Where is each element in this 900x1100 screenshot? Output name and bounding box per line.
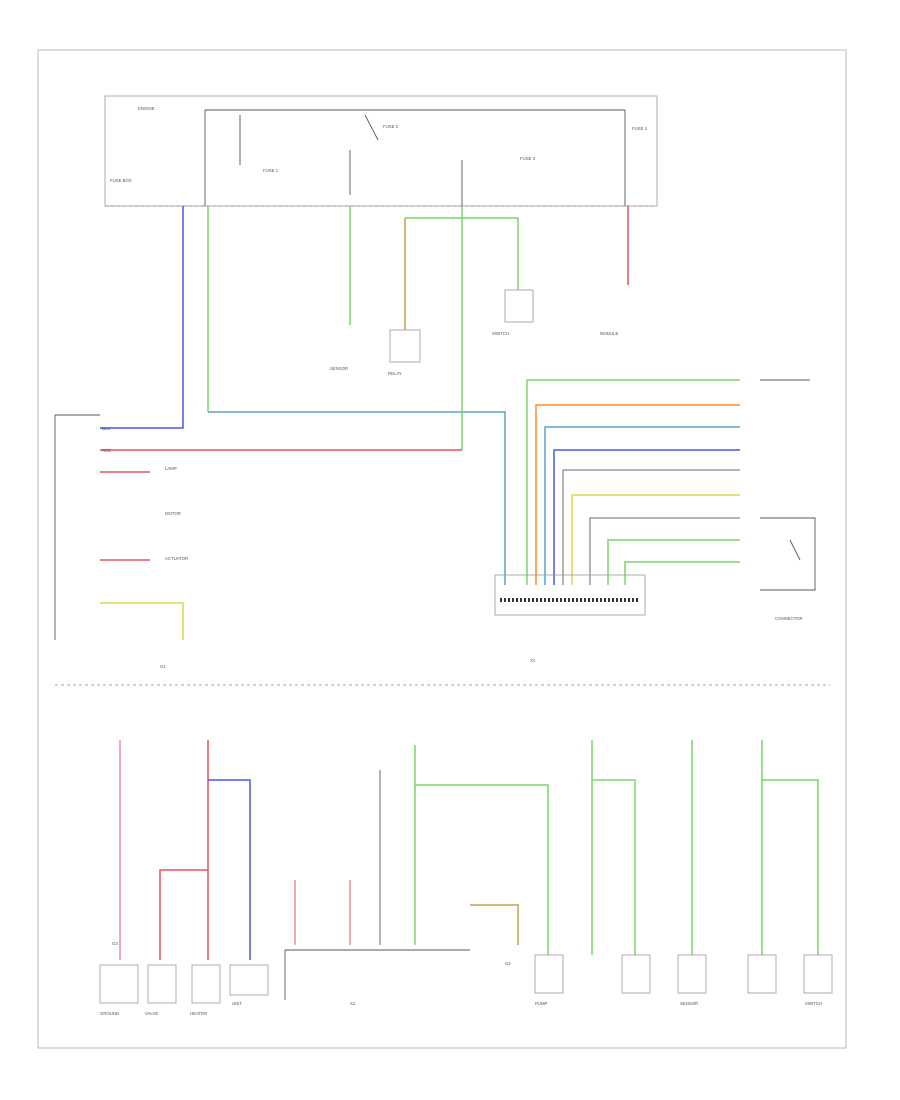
component-box-2	[504, 289, 534, 323]
right-switch	[789, 539, 801, 561]
component-label-15: SWITCH	[805, 1001, 822, 1006]
wire-label-blu: BLU	[102, 426, 110, 431]
bw-blue-4	[208, 779, 251, 960]
ground-label-2: G2	[505, 961, 511, 966]
component-box-6	[229, 964, 269, 996]
bw-tan-10	[470, 904, 519, 945]
top-module-box	[104, 95, 658, 207]
connector-box	[494, 574, 646, 616]
component-box-4	[147, 964, 177, 1004]
ground-label-1: G1	[160, 664, 166, 669]
right-bus: X1 CONNECTOR	[494, 379, 816, 663]
component-label-4: MODULE	[600, 331, 619, 336]
bw-green-12	[592, 779, 636, 955]
connector-label-1: X1	[530, 658, 536, 663]
component-box-1	[389, 329, 421, 363]
component-label-14: SENSOR	[680, 1001, 698, 1006]
component-box-10	[747, 954, 777, 994]
ground-label-3: G3	[112, 941, 118, 946]
wire-yellow-stub	[100, 602, 184, 640]
fuse-label-2: FUSE 2	[383, 124, 399, 129]
fuse-label-4: FUSE 4	[632, 126, 648, 131]
wire-lightblue-bus	[208, 411, 506, 585]
diagram-frame	[37, 49, 847, 1049]
bw-red-2	[159, 869, 208, 960]
component-label-13: PUMP	[535, 1001, 548, 1006]
component-label-2: RELAY	[388, 371, 402, 376]
component-box-11	[803, 954, 833, 994]
fuse-label-3: FUSE 3	[520, 156, 536, 161]
component-label-11: HEATER	[190, 1011, 207, 1016]
bus-wire-6	[571, 494, 740, 585]
right-end-2	[760, 517, 816, 591]
bus-wire-7	[589, 517, 740, 585]
component-label-6: MOTOR	[165, 511, 181, 516]
left-side: BLU RED LAMP MOTOR ACTUATOR G1	[54, 414, 188, 669]
bw-green-15	[762, 779, 819, 955]
component-box-3	[99, 964, 139, 1004]
bus-wire-3	[544, 426, 740, 585]
bus-wire-4	[553, 449, 740, 585]
top-module: ENGINE FUSE BOX FUSE 1 FUSE 2 FUSE 3 FUS…	[104, 95, 658, 207]
bottom-section: GROUND VALVE HEATER UNIT X2 PUMP SENSOR …	[99, 740, 833, 1016]
module-left-label-1: ENGINE	[138, 106, 155, 111]
bus-wire-9	[624, 561, 740, 585]
wire-blue-left	[100, 206, 184, 429]
component-label-5: LAMP	[165, 466, 177, 471]
component-box-7	[534, 954, 564, 994]
component-label-12: UNIT	[232, 1001, 242, 1006]
module-switch	[364, 114, 379, 141]
component-box-9	[677, 954, 707, 994]
wire-green-branch	[405, 217, 519, 290]
component-label-8: CONNECTOR	[775, 616, 803, 621]
component-label-10: VALVE	[145, 1011, 158, 1016]
wire-label-red: RED	[102, 448, 111, 453]
component-label-9: GROUND	[100, 1011, 119, 1016]
bw-green-9	[415, 784, 549, 955]
component-label-7: ACTUATOR	[165, 556, 188, 561]
module-left-label-2: FUSE BOX	[110, 178, 132, 183]
fuse-label-1: FUSE 1	[263, 168, 279, 173]
component-label-1: SENSOR	[330, 366, 348, 371]
top-wires	[100, 206, 629, 585]
bus-wire-8	[607, 539, 740, 585]
bus-wire-2	[535, 404, 740, 585]
component-label-3: SWITCH	[492, 331, 509, 336]
connector-label-2: X2	[350, 1001, 356, 1006]
bus-wire-1	[526, 379, 740, 585]
component-box-8	[621, 954, 651, 994]
component-box-5	[191, 964, 221, 1004]
bus-wire-5	[562, 469, 740, 585]
